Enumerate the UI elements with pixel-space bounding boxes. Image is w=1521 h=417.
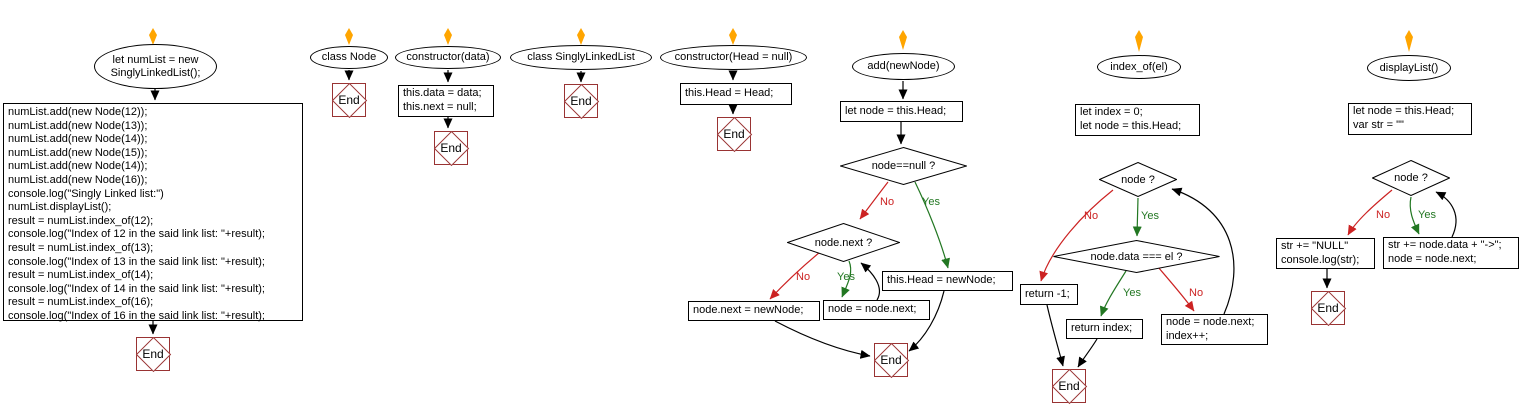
start-arrow-icon [729, 28, 737, 45]
class-node-end-terminator: End [331, 82, 368, 119]
end-label: End [338, 93, 360, 107]
end-label: End [570, 94, 592, 108]
start-arrow-icon [444, 28, 452, 45]
edge-disp-append-loop [1435, 191, 1457, 238]
edge-label-yes: Yes [1123, 287, 1141, 299]
start-arrow-icon [149, 28, 157, 45]
edge-disp-no-node [1347, 189, 1393, 236]
end-label: End [1058, 379, 1080, 393]
edge-label-no: No [1189, 287, 1204, 299]
edge-add-no-null [859, 181, 889, 220]
start-arrow-icon [1135, 30, 1143, 52]
end-label: End [723, 127, 745, 141]
indexof-cond-match-diamond: node.data === el ? [1053, 240, 1220, 273]
edge-idx-yes-node [1132, 197, 1142, 237]
main-start-oval: let numList = new SinglyLinkedList(); [94, 44, 217, 89]
main-start-label: let numList = new SinglyLinkedList(); [110, 54, 201, 79]
class-node-oval: class Node [310, 46, 388, 69]
edge-add-advance-loop [860, 262, 881, 301]
edge-label-yes: Yes [1418, 209, 1436, 221]
start-arrow-icon [1405, 30, 1413, 52]
displaylist-start-oval: displayList() [1367, 55, 1451, 81]
class-sll-oval: class SinglyLinkedList [510, 45, 652, 70]
class-sll-end-terminator: End [563, 83, 600, 120]
constructor-head-label: constructor(Head = null) [674, 51, 793, 64]
constructor-data-label: constructor(data) [406, 51, 490, 64]
constructor-head-end-terminator: End [716, 116, 753, 153]
add-cond-node-next-diamond: node.next ? [787, 223, 900, 262]
add-start-label: add(newNode) [867, 60, 940, 73]
displaylist-append-rect: str += node.data + "->"; node = node.nex… [1383, 237, 1519, 269]
add-set-head-rect: this.Head = newNode; [882, 271, 1013, 291]
edge-label-no: No [880, 196, 895, 208]
edge-label-no: No [796, 271, 811, 283]
indexof-return-neg-rect: return -1; [1020, 284, 1078, 305]
displaylist-start-label: displayList() [1379, 61, 1439, 74]
end-label: End [1317, 301, 1339, 315]
diamond-shape [1053, 240, 1220, 273]
diamond-shape [840, 147, 967, 185]
class-sll-label: class SinglyLinkedList [527, 51, 635, 64]
constructor-head-oval: constructor(Head = null) [660, 45, 807, 70]
add-cond-node-null-label: node==null ? [871, 160, 936, 172]
edge-label-yes: Yes [1141, 210, 1159, 222]
edge-idx-yes-match [1099, 270, 1127, 317]
diamond-shape [1099, 162, 1177, 197]
indexof-init-rect: let index = 0; let node = this.Head; [1075, 104, 1200, 136]
edge-label-no: No [1084, 210, 1099, 222]
start-arrow-icon [577, 28, 585, 45]
edge-disp-yes-node [1409, 196, 1420, 235]
displaylist-end-terminator: End [1310, 290, 1347, 327]
constructor-data-end-terminator: End [433, 130, 470, 167]
indexof-start-label: index_of(el) [1110, 60, 1168, 73]
edge-add-yes-next [841, 260, 852, 298]
indexof-advance-rect: node = node.next; index++; [1161, 314, 1268, 345]
indexof-cond-node-diamond: node ? [1099, 162, 1177, 197]
end-label: End [142, 347, 164, 361]
add-cond-node-next-label: node.next ? [814, 236, 873, 249]
constructor-data-body: this.data = data; this.next = null; [398, 85, 494, 117]
add-advance-rect: node = node.next; [823, 300, 930, 320]
add-init-rect: let node = this.Head; [840, 101, 963, 122]
constructor-head-body: this.Head = Head; [680, 83, 792, 105]
displaylist-cond-node-diamond: node ? [1372, 160, 1450, 196]
displaylist-finish-rect: str += "NULL" console.log(str); [1276, 238, 1375, 269]
class-node-label: class Node [321, 51, 377, 64]
indexof-end-terminator: End [1051, 368, 1088, 405]
start-arrow-icon [899, 30, 907, 50]
add-start-oval: add(newNode) [852, 53, 955, 80]
edge-add-setnext-to-end [774, 320, 871, 359]
end-label: End [880, 353, 902, 367]
indexof-cond-node-label: node ? [1121, 173, 1155, 186]
add-set-next-rect: node.next = newNode; [688, 301, 820, 321]
edge-idx-advance-loop [1171, 187, 1235, 315]
diamond-shape [787, 223, 900, 262]
edge-idx-no-node [1039, 189, 1114, 282]
start-arrows [149, 28, 1413, 52]
main-end-terminator: End [135, 336, 172, 373]
indexof-start-oval: index_of(el) [1097, 55, 1181, 79]
edge-label-no: No [1376, 209, 1391, 221]
start-arrow-icon [345, 28, 353, 45]
add-cond-node-null-diamond: node==null ? [840, 147, 967, 185]
displaylist-cond-node-label: node ? [1394, 172, 1428, 184]
add-end-terminator: End [873, 342, 910, 379]
displaylist-init-rect: let node = this.Head; var str = "" [1348, 103, 1472, 135]
edge-idx-no-match [1157, 266, 1195, 312]
end-label: End [440, 141, 462, 155]
indexof-cond-match-label: node.data === el ? [1090, 250, 1183, 263]
diamond-shape [1372, 160, 1450, 196]
edge-idx-returnneg-to-end [1046, 304, 1065, 367]
edge-add-yes-null [914, 181, 950, 269]
constructor-data-oval: constructor(data) [395, 46, 501, 69]
edge-label-yes: Yes [837, 271, 855, 283]
edge-idx-returnindex-to-end [1077, 338, 1098, 368]
main-code-block: numList.add(new Node(12)); numList.add(n… [3, 103, 303, 322]
edge-add-no-next [769, 251, 821, 300]
indexof-return-index-rect: return index; [1066, 319, 1143, 339]
edge-add-sethead-to-end [908, 290, 945, 352]
edge-label-yes: Yes [922, 196, 940, 208]
